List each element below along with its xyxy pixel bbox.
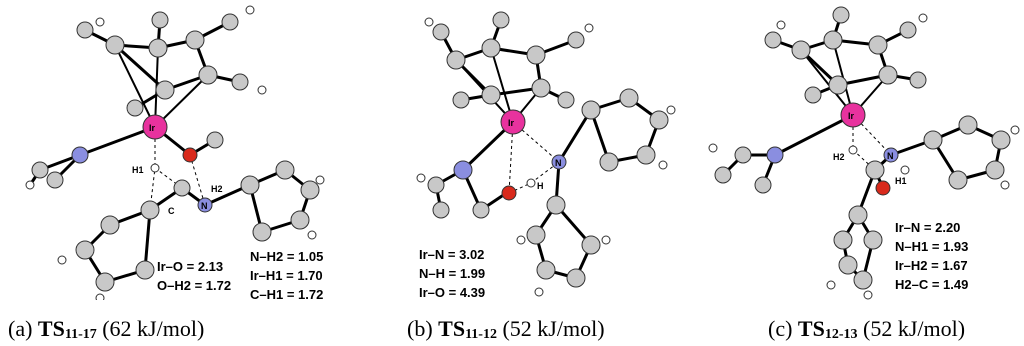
- measurement: Ir–N = 2.20: [895, 220, 961, 235]
- atom-label-ir-a: Ir: [149, 123, 156, 133]
- measurement: N–H = 1.99: [419, 266, 486, 281]
- measurement: Ir–H2 = 1.67: [895, 258, 968, 273]
- energy-value: (62 kJ/mol): [102, 316, 205, 341]
- measurement: N–H2 = 1.05: [250, 249, 324, 264]
- measurement: C–H1 = 1.72: [250, 287, 324, 302]
- ts-subscript: 12-13: [824, 327, 858, 342]
- measurement: Ir–H1 = 1.70: [250, 268, 323, 283]
- atom-label-n-c: N: [887, 151, 894, 161]
- measurement: H2–C = 1.49: [895, 277, 969, 292]
- panel-b: Ir N H Ir–N = 3.02 N–H = 1.99 Ir–O = 4.3…: [341, 0, 683, 346]
- caption-a: (a) TS11-17 (62 kJ/mol): [8, 316, 204, 342]
- ts-label: TS: [438, 316, 466, 341]
- atom-label-h1-c: H1: [895, 176, 907, 186]
- measurement: Ir–O = 4.39: [419, 285, 486, 300]
- atom-label-h-b: H: [537, 181, 544, 191]
- caption-c: (c) TS12-13 (52 kJ/mol): [768, 316, 965, 342]
- atom-label-h2-c: H2: [833, 152, 845, 162]
- measurement: N–H1 = 1.93: [895, 239, 969, 254]
- caption-letter: (a): [8, 316, 33, 341]
- caption-letter: (b): [407, 316, 433, 341]
- measurement: O–H2 = 1.72: [157, 278, 232, 293]
- panel-a: Ir H1 H2 C N Ir–O = 2.13 O–H2 = 1.72 N–H…: [0, 0, 341, 346]
- measurements-b: Ir–N = 3.02 N–H = 1.99 Ir–O = 4.39: [419, 245, 485, 302]
- ts-label: TS: [37, 316, 65, 341]
- atom-label-n-b: N: [555, 158, 562, 168]
- molecule-structure-a: Ir H1 H2 C N: [25, 5, 325, 300]
- caption-letter: (c): [768, 316, 793, 341]
- energy-value: (52 kJ/mol): [863, 316, 966, 341]
- molecule-structure-c: Ir H2 N H1: [708, 6, 1020, 300]
- atom-label-h2-a: H2: [211, 184, 223, 194]
- panel-c: Ir H2 N H1 Ir–N = 2.20 N–H1 = 1.93 Ir–H2…: [683, 0, 1024, 346]
- measurement: Ir–N = 3.02: [419, 247, 485, 262]
- ts-subscript: 11-12: [465, 327, 497, 342]
- atom-label-h1-a: H1: [132, 165, 144, 175]
- caption-b: (b) TS11-12 (52 kJ/mol): [407, 316, 605, 342]
- atom-label-c-a: C: [168, 206, 175, 216]
- atom-label-n-a: N: [201, 201, 208, 211]
- ts-label: TS: [797, 316, 825, 341]
- measurements-a-right: N–H2 = 1.05 Ir–H1 = 1.70 C–H1 = 1.72: [250, 247, 323, 304]
- measurement: Ir–O = 2.13: [157, 259, 224, 274]
- molecule-structure-b: Ir N H: [416, 11, 676, 297]
- atom-label-ir-b: Ir: [508, 118, 515, 128]
- atom-label-ir-c: Ir: [848, 111, 855, 121]
- energy-value: (52 kJ/mol): [502, 316, 605, 341]
- measurements-c: Ir–N = 2.20 N–H1 = 1.93 Ir–H2 = 1.67 H2–…: [895, 218, 968, 294]
- measurements-a-left: Ir–O = 2.13 O–H2 = 1.72: [157, 257, 231, 295]
- ts-subscript: 11-17: [64, 327, 97, 342]
